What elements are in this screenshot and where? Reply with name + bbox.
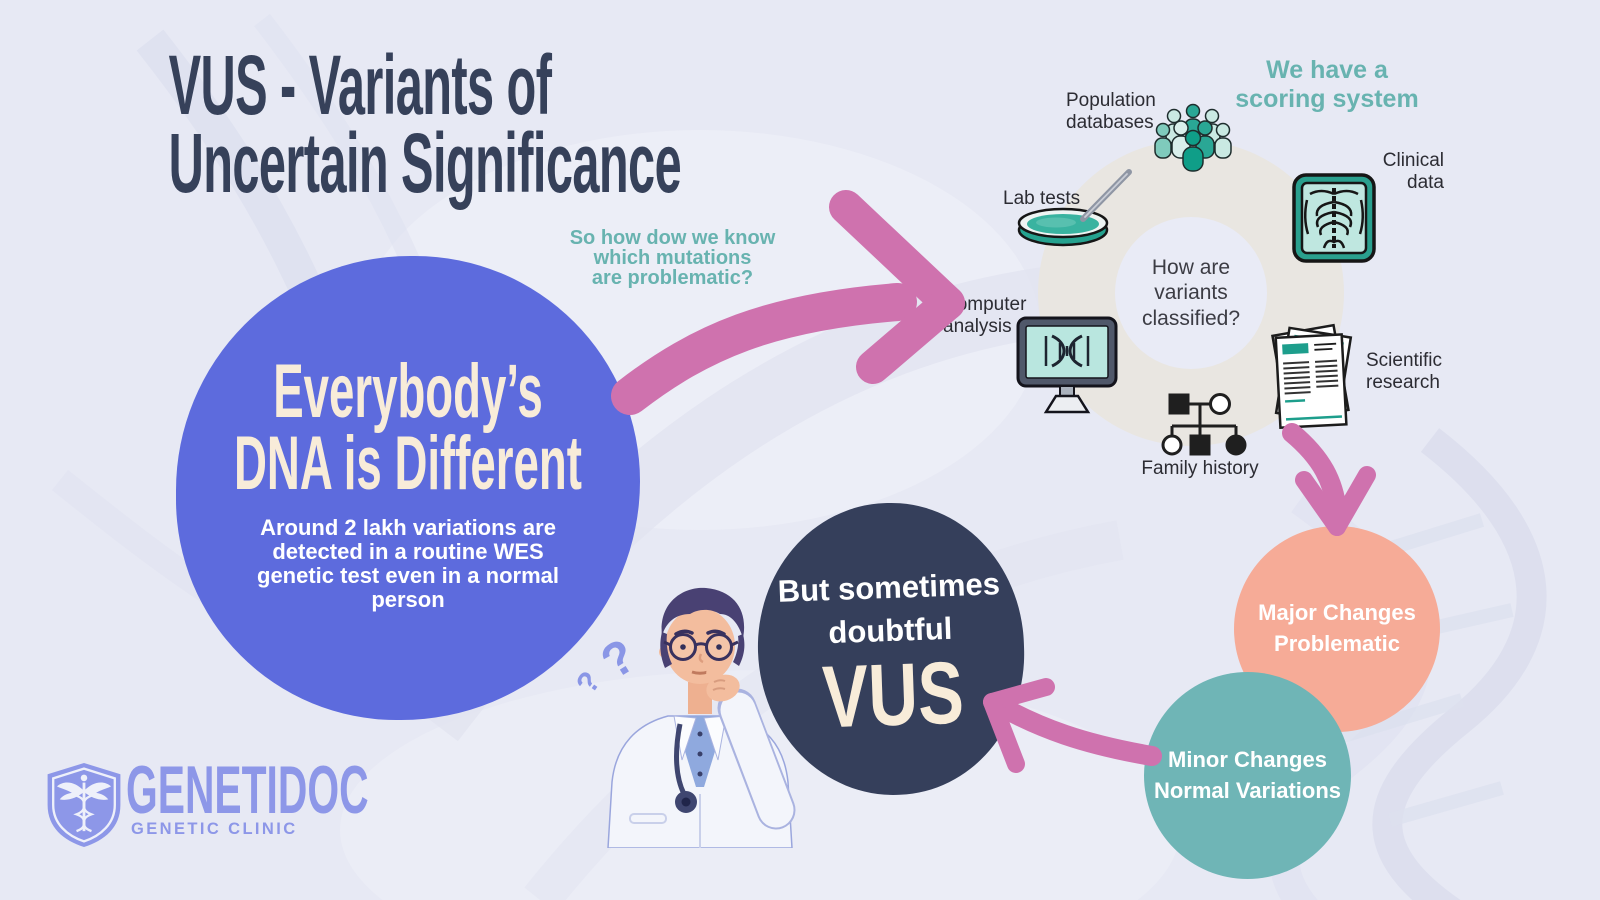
label-clinical-data: Clinical data: [1382, 150, 1444, 193]
question-line2: which mutations: [593, 247, 752, 269]
label-lab-tests: Lab tests: [1003, 188, 1081, 209]
label-population-databases: Population databases: [1066, 90, 1156, 133]
label-family-history: Family history: [1141, 458, 1259, 479]
minor-line2: Normal Variations: [1153, 777, 1342, 803]
everybody-dna-heading: Everybody’s DNA is Different: [234, 349, 582, 507]
everybody-heading-line1: Everybody’s: [273, 349, 543, 434]
everybody-heading-line2: DNA is Different: [234, 421, 582, 507]
population-people-icon: [1154, 103, 1232, 172]
pedigree-chart-icon: [1161, 393, 1247, 456]
research-papers-icon: [1271, 323, 1353, 430]
classification-question-line3: classified?: [1141, 306, 1241, 330]
question-line1: So how dow we know: [569, 227, 776, 249]
clinic-logo-tagline: GENETIC CLINIC: [131, 820, 298, 838]
classification-question-line1: How are: [1151, 255, 1231, 279]
everybody-dna-body: Around 2 lakh variations are detected in…: [257, 515, 559, 613]
page-title: VUS - Variants of Uncertain Significance: [168, 38, 682, 211]
classification-question-line2: variants: [1154, 281, 1228, 305]
xray-skeleton-icon: [1292, 173, 1376, 263]
page-title-line2: Uncertain Significance: [168, 116, 682, 211]
question-text: So how dow we know which mutations are p…: [525, 228, 820, 288]
clinic-logo-name: GENETIDOC: [126, 752, 369, 828]
page-title-line1: VUS - Variants of: [168, 38, 552, 132]
minor-changes-circle: Minor Changes Normal Variations: [1144, 672, 1351, 879]
thinking-doctor-illustration: [607, 587, 796, 848]
clinic-shield-logo-icon: [47, 763, 121, 847]
vus-acronym: VUS: [820, 642, 965, 746]
scoring-system-text: We have a scoring system: [1232, 56, 1422, 114]
vus-line1: But sometimes: [777, 566, 1001, 609]
label-scientific-research: Scientific research: [1366, 350, 1443, 393]
everybody-dna-circle: Everybody’s DNA is Different Around 2 la…: [176, 256, 640, 720]
dna-monitor-icon: [1016, 316, 1118, 414]
major-line2: Problematic: [1274, 631, 1400, 656]
major-line1: Major Changes: [1258, 600, 1416, 626]
classification-center-circle: How are variants classified?: [1115, 217, 1267, 369]
scoring-line1: We have a: [1266, 56, 1388, 84]
petri-dish-icon: [1017, 169, 1132, 247]
question-line3: are problematic?: [591, 267, 754, 289]
scoring-line2: scoring system: [1235, 85, 1419, 113]
minor-line1: Minor Changes: [1168, 746, 1327, 772]
